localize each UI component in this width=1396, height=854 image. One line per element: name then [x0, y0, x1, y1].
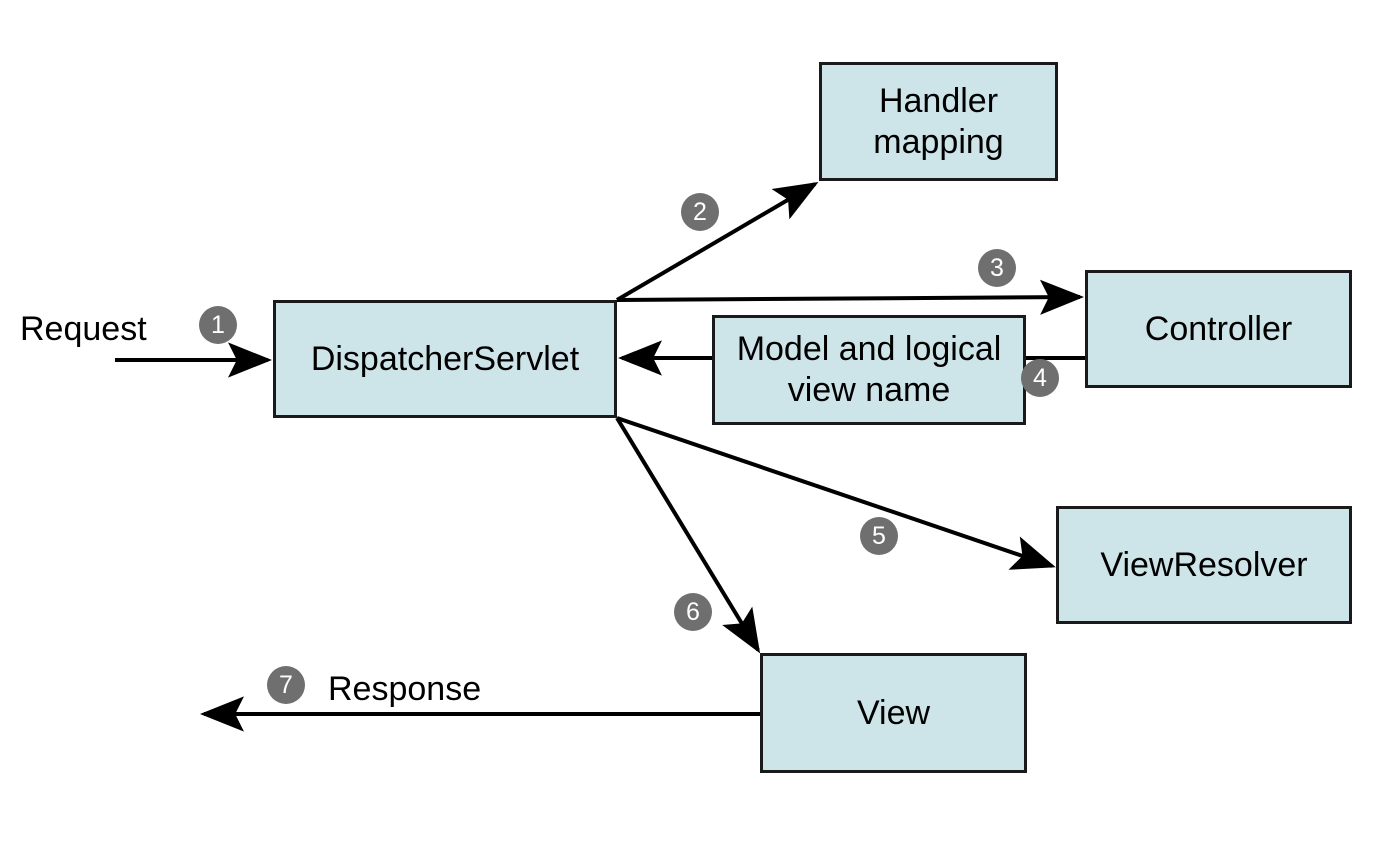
node-dispatcher-servlet[interactable]: DispatcherServlet: [273, 300, 617, 418]
arrow-3-dispatcher-to-controller: [616, 279, 1084, 315]
step-badge-3: 3: [978, 249, 1016, 287]
arrow-5-dispatcher-to-view-resolver: [616, 416, 1056, 570]
node-handler-mapping-label: Handler mapping: [873, 81, 1004, 161]
node-view-resolver[interactable]: ViewResolver: [1056, 506, 1352, 624]
node-controller[interactable]: Controller: [1085, 270, 1352, 388]
node-model-and-logical-view-name[interactable]: Model and logical view name: [712, 315, 1026, 425]
step-badge-1: 1: [199, 306, 237, 344]
node-model-and-logical-view-name-label: Model and logical view name: [736, 330, 1002, 409]
step-badge-7: 7: [267, 666, 305, 704]
step-badge-5: 5: [860, 517, 898, 555]
node-view-label: View: [856, 693, 931, 732]
request-label: Request: [20, 310, 147, 348]
step-badge-2: 2: [681, 193, 719, 231]
node-view[interactable]: View: [760, 653, 1027, 773]
response-label: Response: [328, 670, 482, 708]
node-dispatcher-servlet-label: DispatcherServlet: [310, 339, 580, 378]
node-controller-label: Controller: [1144, 309, 1293, 348]
step-badge-6: 6: [674, 593, 712, 631]
arrow-2-dispatcher-to-handler-mapping: [615, 181, 819, 302]
step-badge-4: 4: [1021, 359, 1059, 397]
arrow-6-dispatcher-to-view: [615, 416, 761, 654]
node-view-resolver-label: ViewResolver: [1100, 545, 1308, 584]
node-handler-mapping[interactable]: Handler mapping: [819, 62, 1058, 181]
